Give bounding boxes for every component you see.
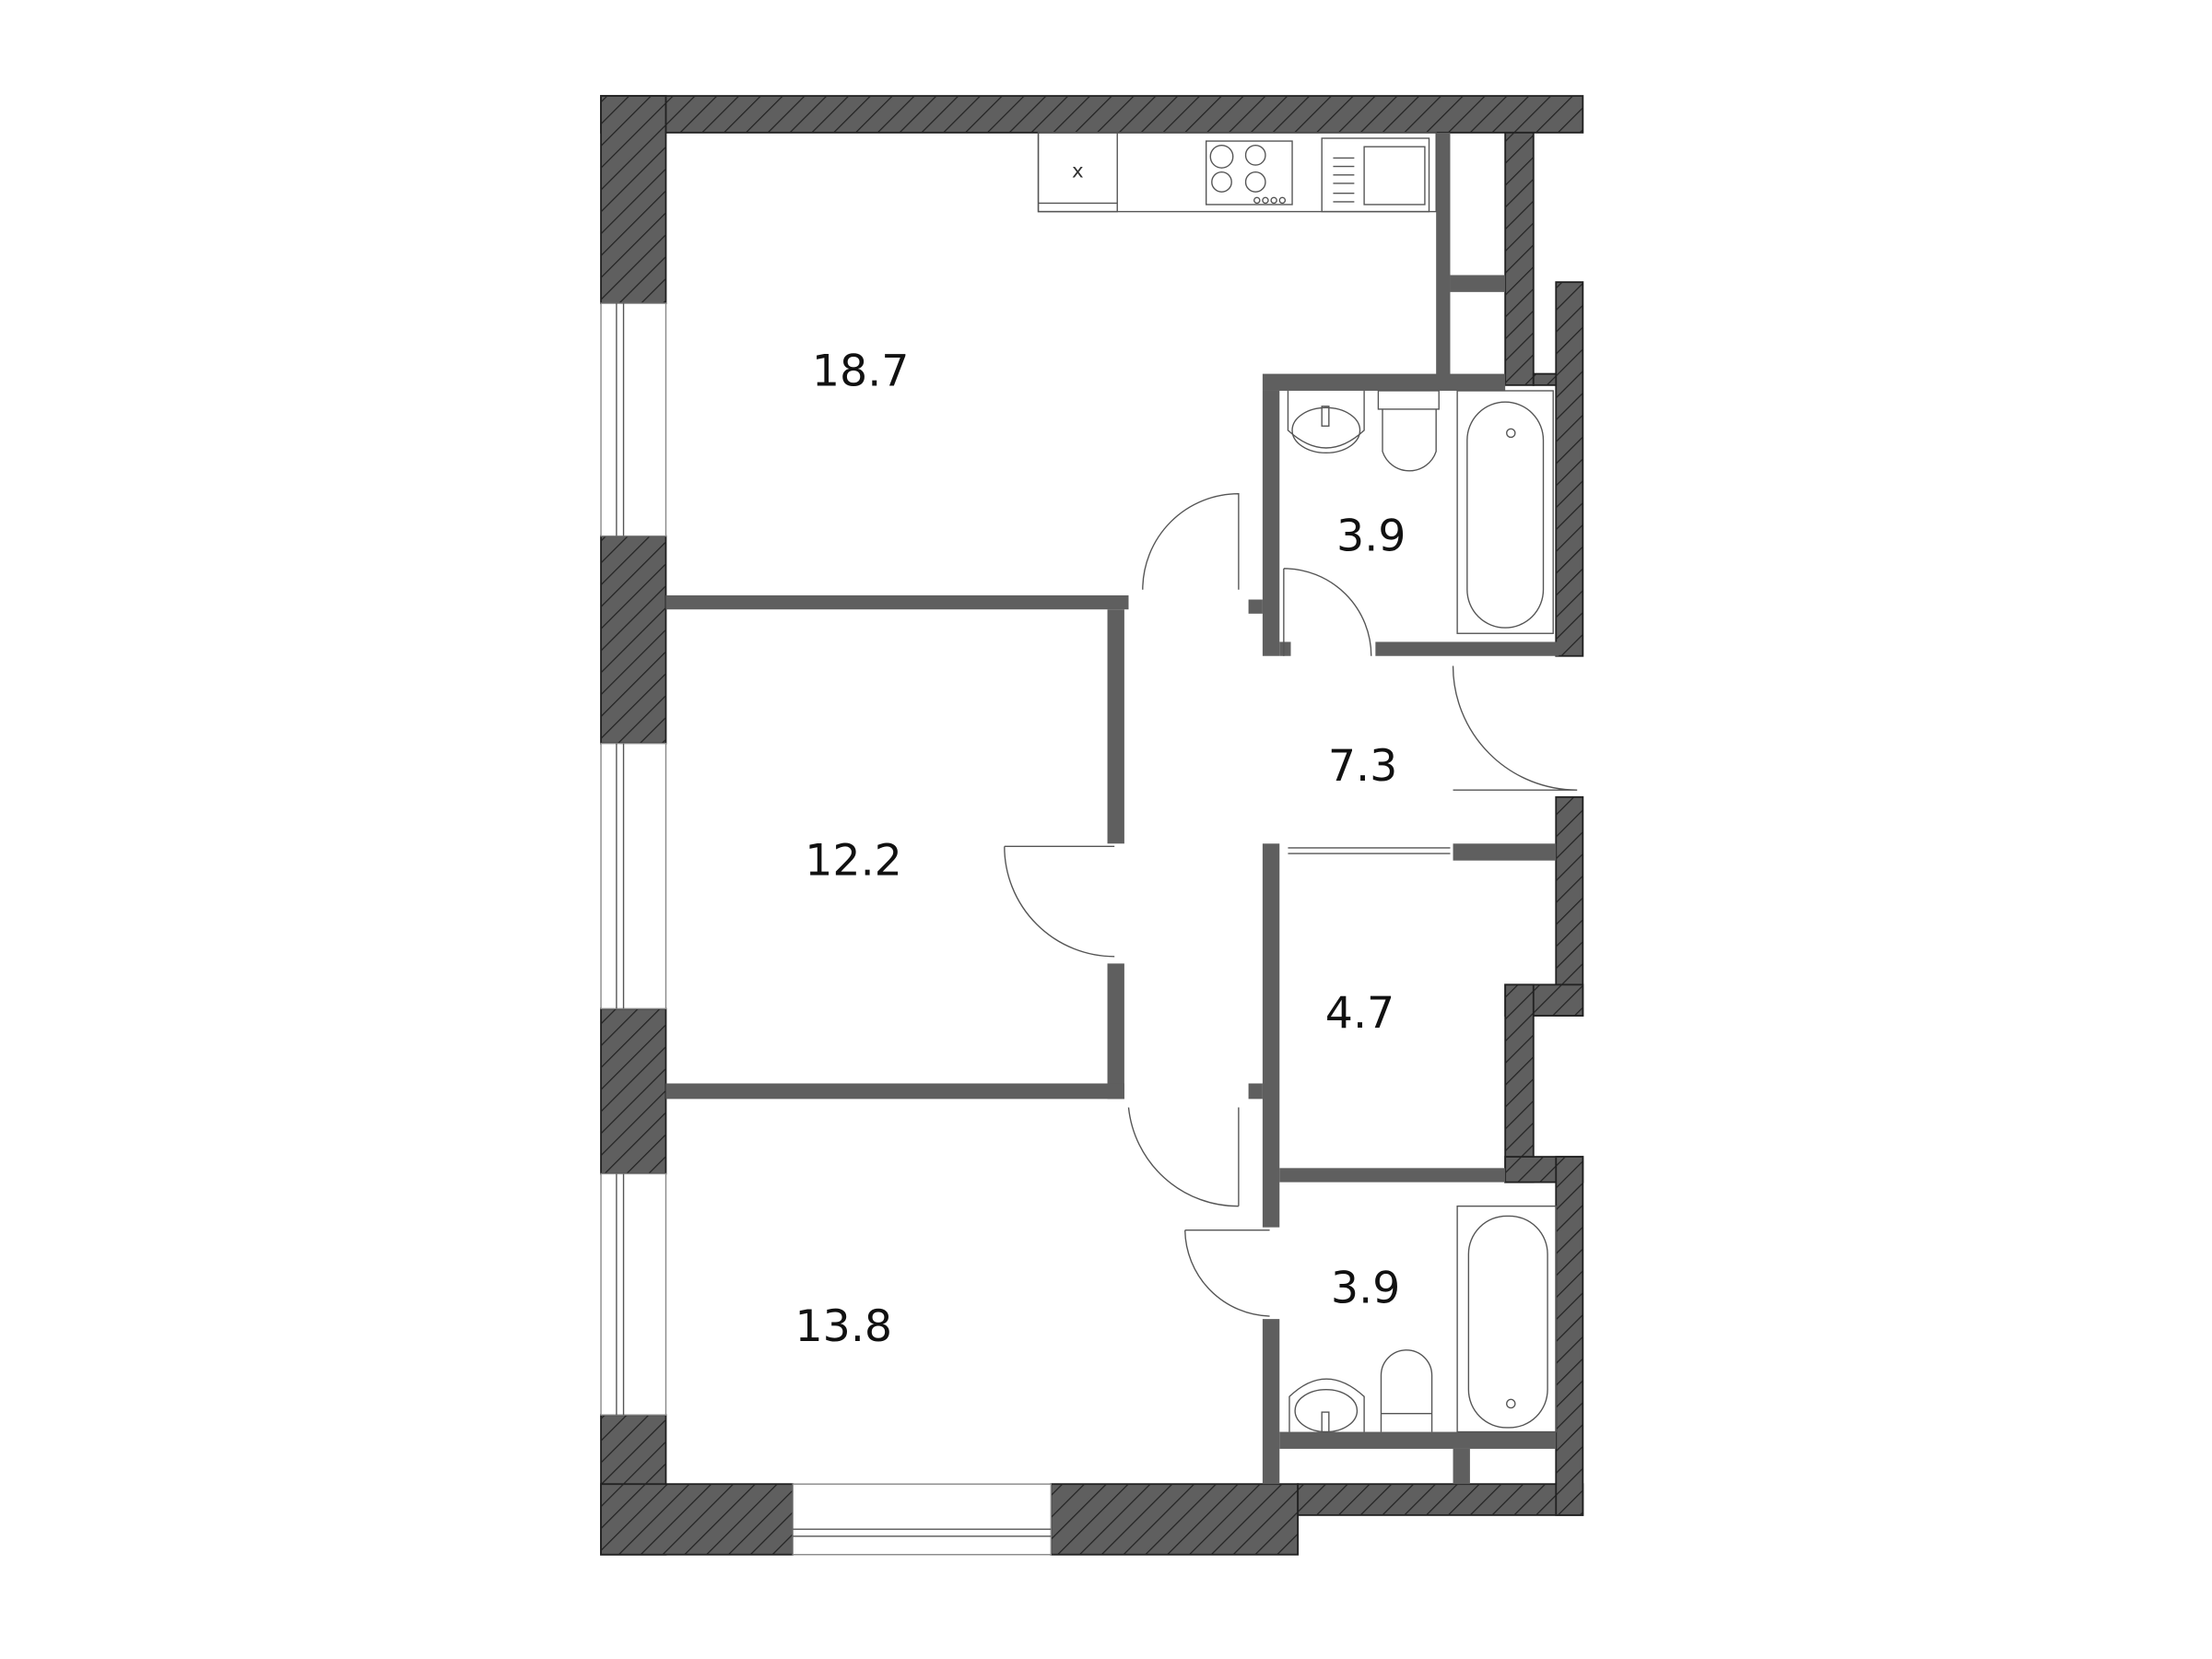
interior-walls — [665, 132, 1559, 1485]
bathtub-icon — [1456, 1205, 1557, 1433]
room-area-hallway: 7.3 — [1328, 741, 1397, 792]
windows — [600, 302, 1052, 1556]
bathroom-2-fixtures — [1288, 1205, 1557, 1433]
washbasin-icon — [1287, 390, 1365, 449]
bathtub-icon — [1456, 390, 1554, 634]
exterior-walls — [600, 95, 1584, 1556]
toilet-icon — [1380, 1349, 1433, 1432]
doors — [1004, 493, 1578, 1317]
kitchen-counter: x — [1037, 132, 1437, 213]
bathroom-1-fixtures — [1287, 390, 1554, 634]
door-kitchen[interactable] — [1142, 493, 1240, 590]
door-bedroom-1[interactable] — [1004, 845, 1115, 958]
stove-icon — [1205, 140, 1293, 206]
window — [600, 302, 667, 537]
door-bathroom-1[interactable] — [1283, 568, 1372, 656]
door-bedroom-2[interactable] — [1127, 1107, 1240, 1207]
fridge-mark: x — [1072, 160, 1084, 183]
entrance-door[interactable] — [1452, 665, 1578, 791]
sliding-door-storage[interactable] — [1288, 847, 1451, 854]
door-bathroom-2[interactable] — [1184, 1230, 1270, 1317]
room-area-bathroom-2: 3.9 — [1331, 1264, 1400, 1314]
window — [792, 1483, 1052, 1556]
room-area-storage: 4.7 — [1325, 988, 1394, 1039]
washbasin-icon — [1288, 1378, 1365, 1432]
room-area-kitchen-living: 18.7 — [812, 347, 910, 397]
window — [600, 742, 667, 1010]
fridge-icon — [1037, 132, 1118, 213]
sink-icon — [1321, 137, 1430, 213]
room-area-bedroom-2: 13.8 — [794, 1301, 892, 1352]
room-area-bedroom-1: 12.2 — [805, 836, 902, 887]
room-area-bathroom-1: 3.9 — [1336, 512, 1406, 562]
toilet-icon — [1377, 390, 1440, 472]
window — [600, 1172, 667, 1416]
